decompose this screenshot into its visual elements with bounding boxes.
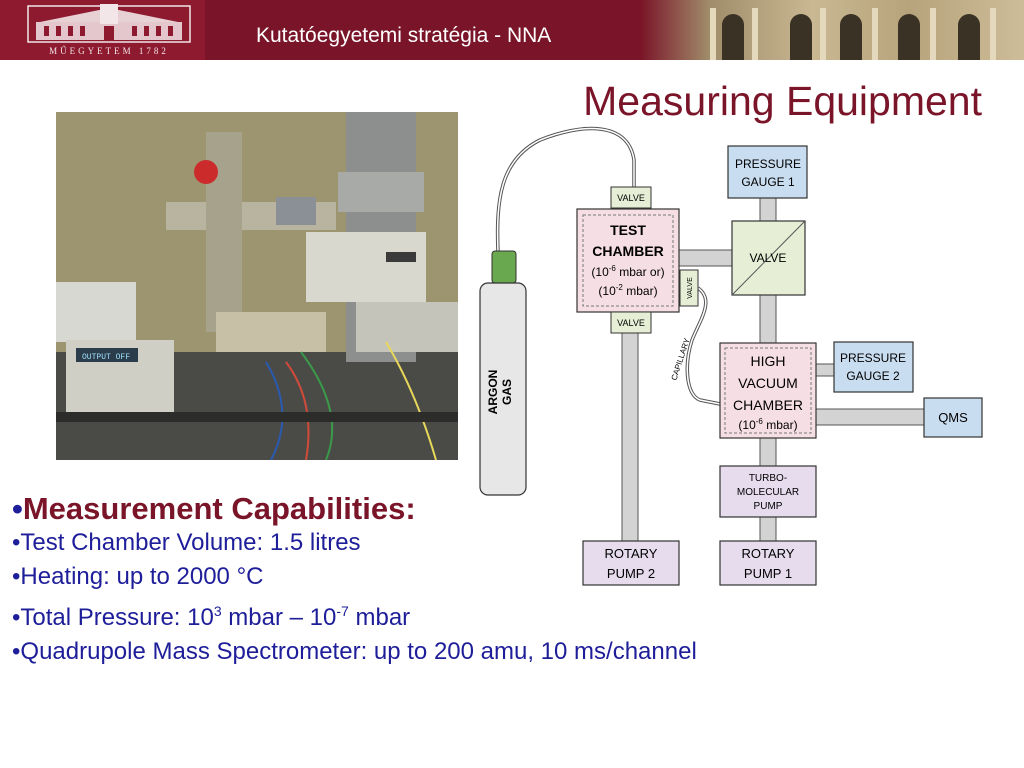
valve-gas-inlet-label: VALVE [617, 193, 645, 203]
rotary-pump-1-label-1: ROTARY [742, 546, 795, 561]
test-chamber [576, 208, 680, 313]
turbo-label-1: TURBO- [749, 473, 787, 484]
rotary-pump-2 [582, 540, 680, 586]
slide-title: Measuring Equipment [583, 78, 982, 124]
bullet-heating: •Heating: up to 2000 °C [12, 563, 264, 590]
pipe-hvc-qms [815, 408, 925, 426]
argon-label: ARGON [486, 370, 500, 415]
turbo-label-3: PUMP [754, 501, 783, 512]
pressure-gauge-2 [833, 341, 914, 393]
hvc-pressure: (10-6 mbar) [738, 417, 797, 432]
capabilities-list: •Measurement Capabilities: •Test Chamber… [12, 492, 697, 669]
pipe-valve-hvc [759, 294, 777, 344]
bullet-volume: •Test Chamber Volume: 1.5 litres [12, 529, 361, 556]
test-chamber-label-1: TEST [610, 222, 646, 238]
qms-label: QMS [938, 410, 968, 425]
rotary-pump-2-label-1: ROTARY [605, 546, 658, 561]
pressure-gauge-2-label-1: PRESSURE [840, 351, 906, 365]
bullet-pressure: •Total Pressure: 103 mbar – 10-7 mbar [12, 603, 411, 631]
university-building-logo: MŰEGYETEM 1782 [27, 4, 191, 56]
pipe-test-valve [677, 249, 733, 267]
pipe-test-rotary2 [621, 332, 639, 542]
test-chamber-label-2: CHAMBER [592, 243, 664, 259]
turbo-label-2: MOLECULAR [737, 487, 799, 498]
hvc-label-2: VACUUM [738, 375, 798, 391]
test-chamber-pressure-1: (10-6 mbar or) [591, 264, 664, 279]
argon-gas-bottle [479, 282, 527, 496]
capabilities-heading: •Measurement Capabilities: [12, 491, 416, 526]
valve-test-outlet-label: VALVE [617, 318, 645, 328]
pipe-gauge1-valve [759, 195, 777, 223]
rotary-pump-1 [719, 540, 817, 586]
valve-gas-inlet [610, 186, 652, 209]
pressure-gauge-1-label-1: PRESSURE [735, 157, 801, 171]
valve-capillary-label: VALVE [687, 277, 694, 299]
rotary-pump-2-label-2: PUMP 2 [607, 566, 655, 581]
pressure-gauge-2-label-2: GAUGE 2 [846, 369, 900, 383]
valve-test-outlet [610, 311, 652, 334]
pipe-hvc-turbo [759, 437, 777, 467]
argon-bottle-cap [491, 250, 517, 284]
header-bar: MŰEGYETEM 1782 Kutatóegyetemi stratégia … [0, 0, 1024, 60]
gas-label: GAS [500, 379, 514, 405]
valve-capillary [679, 269, 699, 307]
schematic-diagram: ARGON GAS VALVE TEST CHAMBER (10-6 mbar … [470, 120, 1000, 600]
turbo-molecular-pump [719, 465, 817, 518]
pipe-turbo-rotary1 [759, 516, 777, 542]
pipe-hvc-gauge2 [815, 363, 835, 377]
bullet-qms: •Quadrupole Mass Spectrometer: up to 200… [12, 638, 697, 665]
pressure-gauge-1-label-2: GAUGE 1 [741, 175, 795, 189]
rotary-pump-1-label-2: PUMP 1 [744, 566, 792, 581]
hvc-label-1: HIGH [751, 353, 786, 369]
header-building-photo [640, 0, 1024, 60]
test-chamber-pressure-2: (10-2 mbar) [598, 283, 657, 298]
valve-main-label: VALVE [750, 251, 787, 265]
university-logo: MŰEGYETEM 1782 [0, 0, 205, 60]
lab-equipment-photo: OUTPUT OFF [56, 112, 458, 460]
high-vacuum-chamber [719, 342, 817, 439]
instrument-display-text: OUTPUT OFF [82, 353, 130, 362]
pressure-gauge-1 [727, 145, 808, 199]
qms-box [923, 397, 983, 438]
logo-text: MŰEGYETEM 1782 [49, 46, 169, 56]
hvc-label-3: CHAMBER [733, 397, 803, 413]
header-title: Kutatóegyetemi stratégia - NNA [256, 24, 552, 47]
